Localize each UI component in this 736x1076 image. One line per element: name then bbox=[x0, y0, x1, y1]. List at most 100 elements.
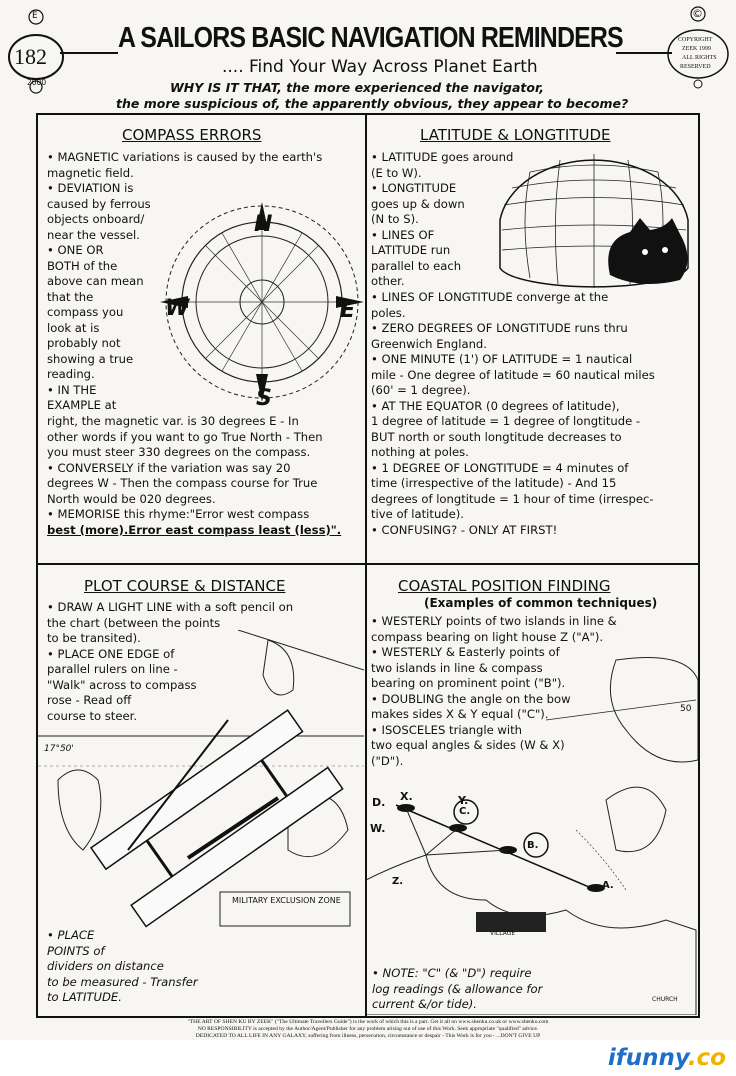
footer-line: "THE ART OF SHEN KU BY ZEEK" ("The Ultim… bbox=[187, 1019, 549, 1025]
plot-zone-label: MILITARY EXCLUSION ZONE bbox=[232, 896, 341, 905]
compass-w: W bbox=[165, 296, 190, 321]
plot-chart-latitude-label: 17°50' bbox=[44, 744, 74, 754]
text-line: • DOUBLING the angle on the bow bbox=[371, 691, 571, 706]
frame-middle-horizontal bbox=[36, 563, 700, 565]
text-line: • MAGNETIC variations is caused by the e… bbox=[47, 150, 323, 164]
frame-middle-vertical bbox=[365, 113, 367, 1016]
compass-rose-illustration bbox=[160, 202, 364, 402]
text-line: makes sides X & Y equal ("C"). bbox=[371, 707, 549, 721]
compass-title: COMPASS ERRORS bbox=[122, 126, 262, 144]
chart-label-a: A. bbox=[602, 880, 614, 891]
text-line: BOTH of the bbox=[47, 258, 118, 273]
text-line: two equal angles & sides (W & X) bbox=[371, 738, 565, 752]
text-line: • DRAW A LIGHT LINE with a soft pencil o… bbox=[47, 600, 294, 614]
latitude-text-full: • LINES OF LONGTITUDE converge at the po… bbox=[371, 290, 655, 538]
latitude-title: LATITUDE & LONGTITUDE bbox=[420, 126, 611, 144]
frame-bottom bbox=[36, 1016, 700, 1018]
compass-e: E bbox=[340, 298, 356, 323]
text-line: parallel rulers on line - bbox=[47, 662, 178, 676]
badge-letter: E bbox=[32, 11, 38, 21]
text-line: • LINES OF LONGTITUDE converge at the bbox=[371, 290, 609, 304]
frame-right bbox=[698, 113, 700, 1018]
text-line: to be transited). bbox=[47, 631, 141, 645]
copyright-line: COPYRIGHT bbox=[678, 37, 713, 43]
intro-line-1: WHY IS IT THAT, the more experienced the… bbox=[170, 80, 545, 95]
text-line: time (irrespective of the latitude) - An… bbox=[371, 476, 617, 490]
copyright-line: RESERVED bbox=[680, 64, 711, 70]
text-line: • PLACE ONE EDGE of bbox=[47, 646, 175, 661]
coastal-subtitle: (Examples of common techniques) bbox=[424, 596, 658, 610]
coastal-note: • NOTE: "C" (& "D") require log readings… bbox=[372, 966, 543, 1013]
chart-label-y: Y. bbox=[458, 794, 469, 807]
text-line: probably not bbox=[47, 336, 121, 350]
text-line: • WESTERLY points of two islands in line… bbox=[371, 614, 617, 628]
text-line: other words if you want to go True North… bbox=[47, 429, 323, 444]
badge-year: 2000 bbox=[27, 78, 47, 87]
text-line: North would be 020 degrees. bbox=[47, 491, 216, 506]
plot-chart-illustration bbox=[38, 630, 364, 928]
text-line: log readings (& allowance for bbox=[372, 981, 543, 996]
text-line: right, the magnetic var. is 30 degrees E… bbox=[47, 414, 299, 428]
text-line: BUT north or south longtitude decreases … bbox=[371, 429, 622, 444]
text-line: nothing at poles. bbox=[371, 445, 469, 459]
text-line: (E to W). bbox=[371, 165, 422, 180]
text-line: LATITUDE run bbox=[371, 243, 451, 257]
text-line: • CONFUSING? - ONLY AT FIRST! bbox=[371, 522, 558, 537]
chart-label-b: B. bbox=[527, 840, 539, 851]
coastal-chart-illustration bbox=[366, 657, 698, 1015]
text-line: 1 degree of latitude = 1 degree of longt… bbox=[371, 414, 641, 428]
badge-number: 182 bbox=[14, 44, 47, 69]
text-line: ("D"). bbox=[371, 753, 404, 768]
text-line: EXAMPLE at bbox=[47, 398, 117, 412]
poster-page: E 182 2000 A SAILORS BASIC NAVIGATION RE… bbox=[0, 0, 736, 1040]
text-line: • NOTE: "C" (& "D") require bbox=[372, 966, 532, 980]
text-line: parallel to each bbox=[371, 258, 462, 273]
footer-line: NO RESPONSIBILITY is accepted by the Aut… bbox=[197, 1026, 539, 1032]
text-line: • ISOSCELES triangle with bbox=[371, 722, 523, 737]
compass-text-short: • MAGNETIC variations is caused by the e… bbox=[47, 150, 322, 414]
text-line: course to steer. bbox=[47, 708, 138, 723]
text-line: "Walk" across to compass bbox=[47, 677, 197, 692]
text-line: rose - Read off bbox=[47, 693, 132, 707]
text-line: • LATITUDE goes around bbox=[371, 150, 514, 164]
copyright-line: ALL RIGHTS bbox=[682, 55, 717, 61]
text-line: • LINES OF bbox=[371, 227, 435, 242]
plot-text: • DRAW A LIGHT LINE with a soft pencil o… bbox=[47, 600, 293, 724]
text-line: • DEVIATION is bbox=[47, 181, 134, 195]
copyright-seal bbox=[667, 6, 729, 89]
chart-label-x: X. bbox=[400, 790, 413, 803]
coastal-title: COASTAL POSITION FINDING bbox=[398, 577, 611, 595]
text-line: magnetic field. bbox=[47, 165, 134, 180]
text-line: current &/or tide). bbox=[372, 997, 477, 1011]
plot-title: PLOT COURSE & DISTANCE bbox=[84, 577, 286, 595]
page-subtitle: .... Find Your Way Across Planet Earth bbox=[222, 57, 538, 77]
text-line: that the bbox=[47, 289, 94, 304]
text-line: • ONE MINUTE (1') OF LATITUDE = 1 nautic… bbox=[371, 352, 633, 366]
text-line: (N to S). bbox=[371, 212, 419, 226]
text-line: POINTS of bbox=[47, 943, 105, 958]
text-line: to be measured - Transfer bbox=[47, 974, 198, 989]
chart-label-d: D. bbox=[372, 796, 386, 809]
chart-label-village: VILLAGE bbox=[490, 930, 516, 937]
chart-label-church: CHURCH bbox=[652, 996, 678, 1003]
text-line: • ONE OR bbox=[47, 243, 104, 257]
intro-line-2: the more suspicious of, the apparently o… bbox=[116, 96, 629, 111]
text-line: bearing on prominent point ("B"). bbox=[371, 676, 566, 690]
coastal-text: • WESTERLY points of two islands in line… bbox=[371, 614, 617, 769]
chart-label-z: Z. bbox=[392, 876, 404, 887]
text-line: degrees of longtitude = 1 hour of time (… bbox=[371, 491, 654, 506]
text-line: • ZERO DEGREES OF LONGTITUDE runs thru bbox=[371, 321, 628, 335]
text-line: you must steer 330 degrees on the compas… bbox=[47, 445, 311, 459]
text-line: mile - One degree of latitude = 60 nauti… bbox=[371, 367, 655, 382]
text-line: degrees W - Then the compass course for … bbox=[47, 476, 318, 490]
text-line: • PLACE bbox=[47, 928, 95, 942]
text-line: showing a true bbox=[47, 351, 134, 366]
text-line: • IN THE bbox=[47, 382, 97, 397]
text-line: caused by ferrous bbox=[47, 196, 151, 211]
text-line: • MEMORISE this rhyme:"Error west compas… bbox=[47, 507, 310, 521]
compass-text-full: right, the magnetic var. is 30 degrees E… bbox=[47, 414, 341, 538]
footer-line: DEDICATED TO ALL LIFE IN ANY GALAXY, suf… bbox=[195, 1033, 541, 1039]
copyright-symbol: © bbox=[692, 7, 703, 20]
text-line: • CONVERSELY if the variation was say 20 bbox=[47, 460, 291, 475]
text-line: • WESTERLY & Easterly points of bbox=[371, 645, 560, 659]
